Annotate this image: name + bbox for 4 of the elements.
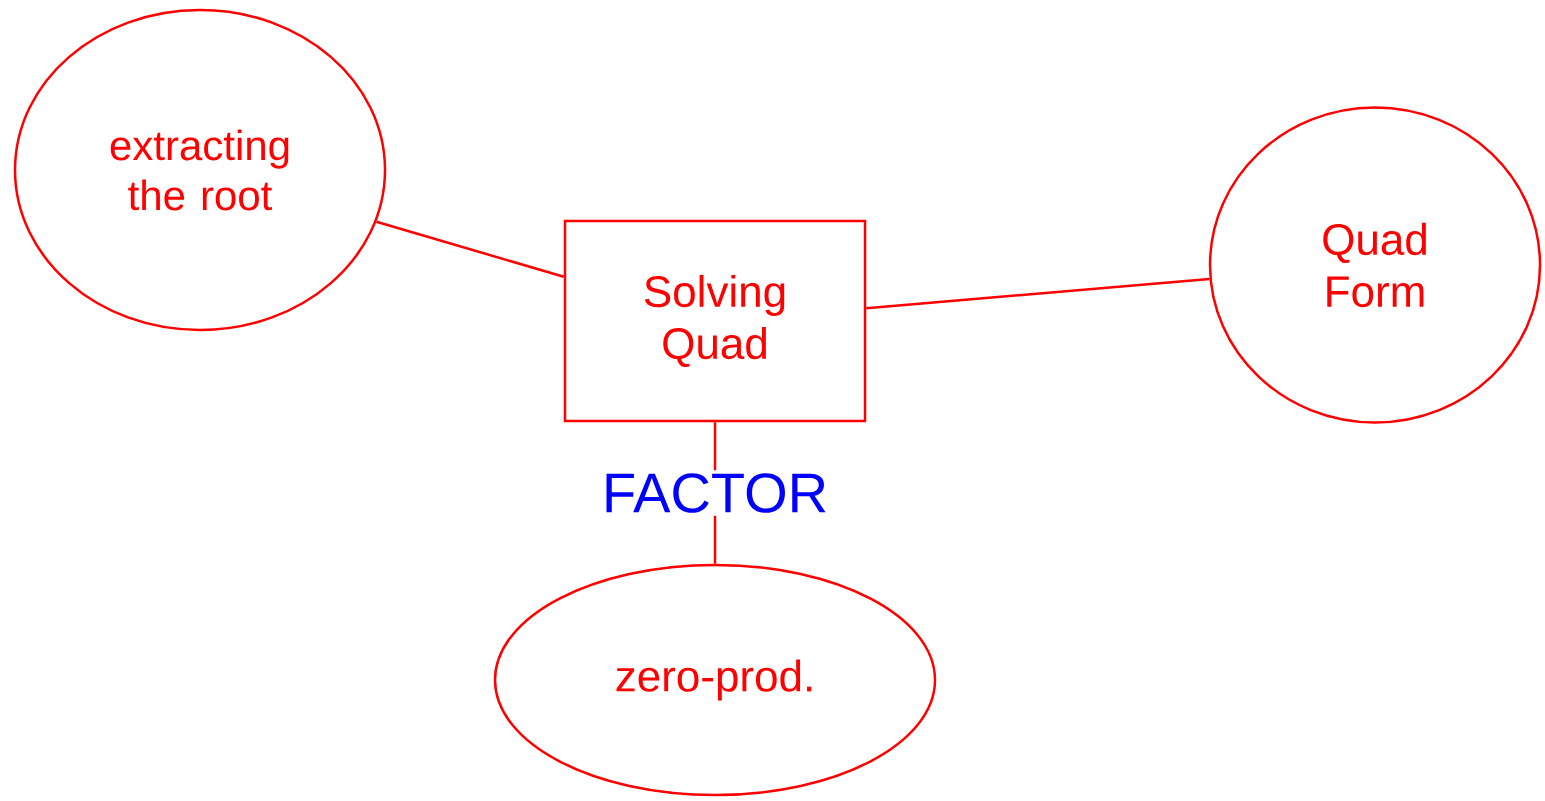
connector-line bbox=[866, 277, 1210, 310]
edge-label: FACTOR bbox=[598, 470, 832, 516]
process-box: Solving Quad bbox=[563, 219, 867, 423]
connector-line bbox=[376, 220, 565, 278]
